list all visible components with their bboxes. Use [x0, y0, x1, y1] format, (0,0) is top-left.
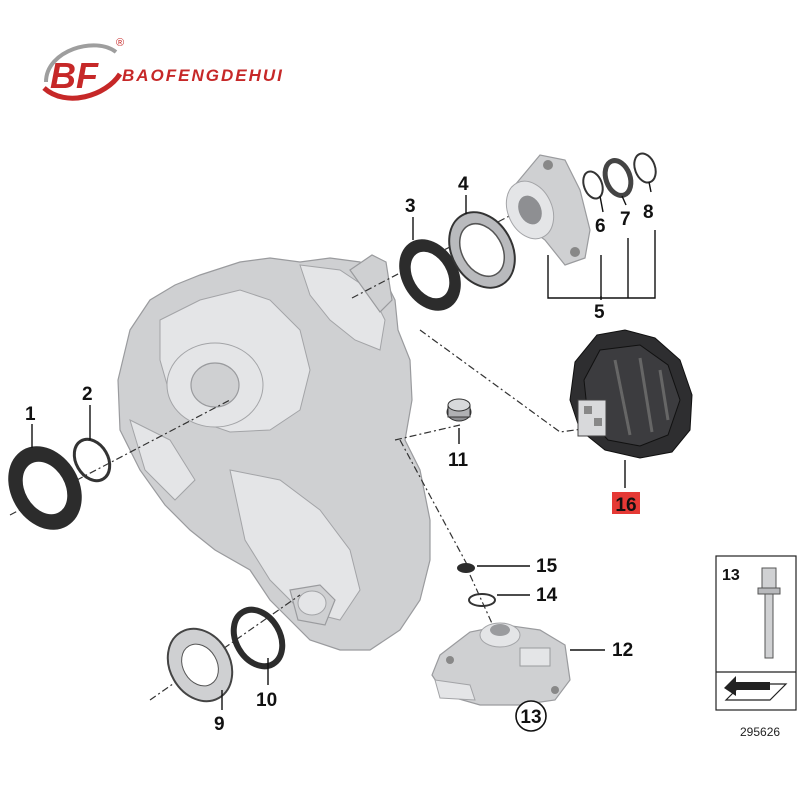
part-10-o-ring — [230, 606, 286, 670]
transfer-case-housing — [117, 254, 431, 651]
legend-box: 13 295626 — [715, 555, 797, 739]
callout-4: 4 — [458, 174, 469, 195]
callout-13-circled: 13 — [515, 700, 547, 732]
callout-1: 1 — [25, 404, 36, 425]
callout-15: 15 — [536, 556, 558, 577]
callout-12: 12 — [612, 640, 633, 661]
callout-9: 9 — [214, 714, 225, 735]
part-11-breather-cap — [446, 398, 472, 422]
arrow-icon — [724, 676, 788, 701]
callout-8: 8 — [643, 202, 654, 223]
callout-16-highlighted: 16 — [612, 492, 640, 516]
brand-name: BAOFENGDEHUI — [122, 66, 284, 85]
part-16-actuator-motor — [569, 329, 693, 459]
part-12-oil-pump — [431, 622, 571, 706]
part-14-o-ring — [468, 593, 496, 607]
part-5-output-flange — [505, 154, 591, 266]
highlight-box — [612, 492, 640, 514]
part-9-shaft-seal — [166, 627, 234, 703]
callout-labels: 1 2 3 4 5 6 7 8 9 10 11 12 14 15 — [25, 174, 654, 735]
callout-13: 13 — [520, 707, 541, 728]
brand-logo: BF ® BAOFENGDEHUI — [36, 30, 336, 110]
logo-letters: BF — [50, 55, 99, 96]
callout-16: 16 — [615, 495, 636, 516]
callout-10: 10 — [256, 690, 277, 711]
callout-11: 11 — [448, 450, 469, 471]
callout-2: 2 — [82, 384, 93, 405]
part-3-shaft-seal — [399, 239, 461, 311]
part-1-shaft-seal — [8, 446, 82, 530]
callout-7: 7 — [620, 209, 631, 230]
part-15-seal — [457, 563, 475, 573]
part-7-spacer-ring — [602, 158, 634, 198]
callout-14: 14 — [536, 585, 558, 606]
part-6-o-ring — [582, 170, 604, 200]
bolt-icon — [757, 567, 781, 659]
callout-5: 5 — [594, 302, 605, 323]
callout-6: 6 — [595, 216, 606, 237]
callout-3: 3 — [405, 196, 416, 217]
leader-lines — [31, 181, 656, 710]
diagram-code: 295626 — [740, 725, 780, 739]
baofengdehui-logo-icon: BF ® — [42, 37, 124, 101]
legend-label: 13 — [722, 567, 740, 584]
part-4-bearing — [448, 211, 516, 289]
part-8-circlip — [633, 152, 657, 184]
registered-mark: ® — [116, 37, 124, 49]
part-2-o-ring — [72, 437, 112, 483]
